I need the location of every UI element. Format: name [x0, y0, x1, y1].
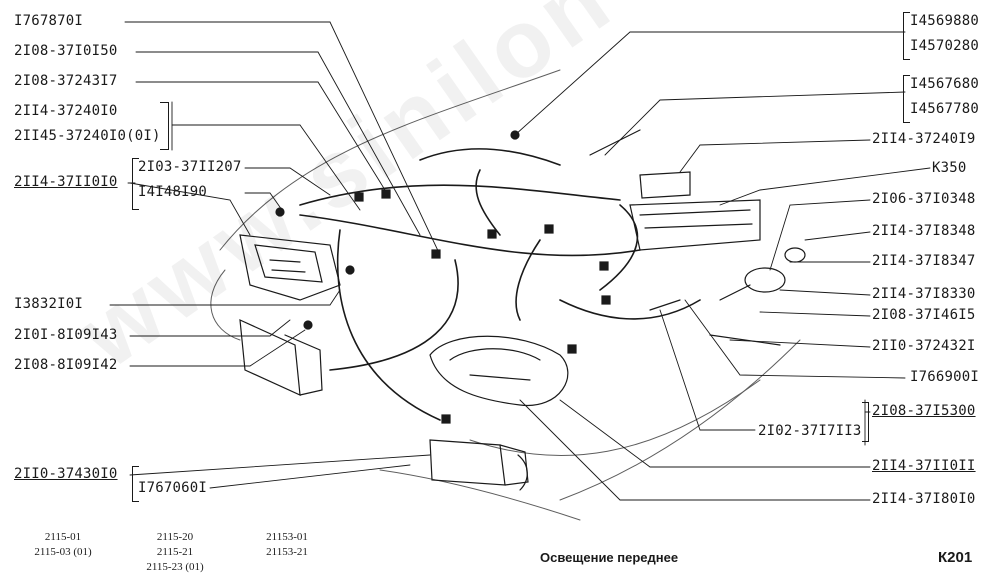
label-l1: I767870I — [14, 13, 84, 29]
label-r16: 2II4-37II0II — [872, 458, 976, 474]
leader-lines — [109, 21, 931, 501]
label-l13: I767060I — [138, 480, 208, 496]
connectors — [275, 130, 611, 424]
label-r17: 2II4-37I80I0 — [872, 491, 976, 507]
label-r12: 2II0-372432I — [872, 338, 976, 354]
headlamp-left-outline — [239, 234, 341, 301]
label-r4: I4567780 — [910, 101, 980, 117]
label-r6: К350 — [932, 160, 967, 176]
model-item: 21153-01 — [266, 531, 308, 543]
bracket-l7-l8 — [132, 158, 139, 210]
models-col1: 2115-01 2115-03 (01) — [28, 530, 98, 560]
model-item: 2115-21 — [156, 546, 194, 558]
car-body-outline — [210, 69, 801, 521]
label-l11: 2I08-8I09I42 — [14, 357, 118, 373]
label-r10: 2II4-37I8330 — [872, 286, 976, 302]
label-r3: I4567680 — [910, 76, 980, 92]
model-item: 2115-20 — [156, 531, 194, 543]
bracket-r14-r15 — [862, 402, 869, 442]
label-l7: 2I03-37II207 — [138, 159, 242, 175]
label-r7: 2I06-37I0348 — [872, 191, 976, 207]
fuse-box-outline — [589, 129, 761, 251]
label-l12: 2II0-37430I0 — [14, 466, 118, 482]
label-r15: 2I02-37I7II3 — [758, 423, 862, 439]
fog-lamp-lower-outline — [429, 439, 529, 491]
model-item: 2115-03 (01) — [34, 546, 92, 558]
models-col2: 2115-20 2115-21 2115-23 (01) — [140, 530, 210, 575]
label-l4: 2II4-37240I0 — [14, 103, 118, 119]
fog-lamp-upper-outline — [239, 319, 323, 396]
label-l10: 2I0I-8I09I43 — [14, 327, 118, 343]
label-r9: 2II4-37I8347 — [872, 253, 976, 269]
label-r8: 2II4-37I8348 — [872, 223, 976, 239]
headlamp-right-outline — [429, 335, 569, 407]
page-title: Освещение переднее — [540, 550, 679, 565]
light-switch-outline — [649, 247, 806, 346]
models-col3: 21153-01 21153-21 — [252, 530, 322, 560]
label-r14: 2I08-37I5300 — [872, 403, 976, 419]
label-l9: I3832I0I — [14, 296, 84, 312]
label-l8: I4I48I90 — [138, 184, 208, 200]
label-r11: 2I08-37I46I5 — [872, 307, 976, 323]
bracket-r3-r4 — [903, 75, 910, 123]
label-l3: 2I08-37243I7 — [14, 73, 118, 89]
bracket-r1-r2 — [903, 12, 910, 60]
label-l6: 2II4-37II0I0 — [14, 174, 118, 190]
page-code: К201 — [938, 549, 973, 566]
wiring-harness — [299, 148, 701, 421]
model-item: 2115-01 — [44, 531, 82, 543]
label-r5: 2II4-37240I9 — [872, 131, 976, 147]
label-l5: 2II45-37240I0(0I) — [14, 128, 161, 144]
label-r2: I4570280 — [910, 38, 980, 54]
model-item: 21153-21 — [266, 546, 308, 558]
label-l2: 2I08-37I0I50 — [14, 43, 118, 59]
label-r1: I4569880 — [910, 13, 980, 29]
model-item: 2115-23 (01) — [146, 561, 204, 573]
label-r13: I766900I — [910, 369, 980, 385]
bracket-l12-l13 — [132, 466, 139, 502]
bracket-l4-l5 — [160, 102, 169, 150]
